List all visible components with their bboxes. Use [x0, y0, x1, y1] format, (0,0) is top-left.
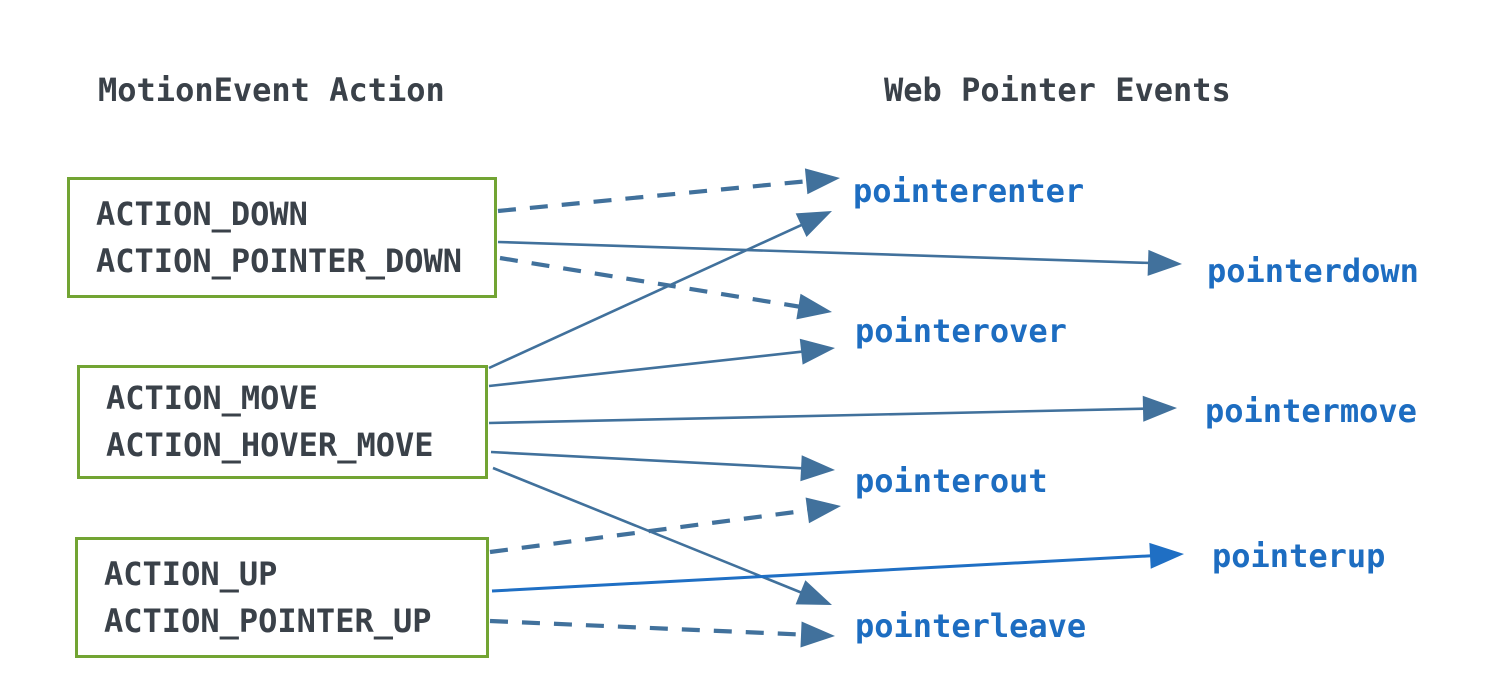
arrowhead-icon [795, 580, 832, 605]
arrow-pointerdown [497, 240, 1182, 276]
event-pointerover: pointerover [855, 312, 1067, 350]
column-header-web-pointer-events: Web Pointer Events [884, 71, 1231, 109]
action-label: ACTION_POINTER_UP [104, 601, 432, 640]
action-label: ACTION_POINTER_DOWN [96, 241, 463, 280]
event-pointerout: pointerout [855, 462, 1048, 500]
arrowhead-icon [799, 338, 835, 365]
arrow-pointermove [488, 395, 1177, 425]
arrow-pointerover-dashed [499, 255, 832, 320]
arrowhead-icon [804, 168, 840, 195]
arrow-pointerover [488, 338, 835, 388]
motionevent-box-up: ACTION_UP ACTION_POINTER_UP [75, 537, 489, 658]
arrow-pointerleave-dashed [489, 618, 835, 648]
arrow-pointerout [490, 450, 835, 482]
arrow-pointerenter-dashed [497, 168, 840, 214]
action-label: ACTION_UP [104, 554, 278, 593]
arrow-pointerout-dashed [489, 497, 841, 555]
event-pointerdown: pointerdown [1207, 252, 1419, 290]
motionevent-box-move: ACTION_MOVE ACTION_HOVER_MOVE [77, 365, 488, 479]
arrowhead-icon [1147, 249, 1182, 276]
arrowhead-icon [1149, 542, 1184, 569]
arrowhead-icon [800, 455, 835, 482]
arrowhead-icon [796, 293, 832, 320]
action-label: ACTION_HOVER_MOVE [106, 426, 434, 464]
arrowhead-icon [805, 497, 841, 524]
action-label: ACTION_DOWN [96, 194, 308, 233]
arrow-pointerup [491, 542, 1184, 593]
arrowhead-icon [795, 211, 832, 237]
event-pointerup: pointerup [1212, 537, 1386, 575]
arrow-pointerleave [492, 466, 832, 605]
arrowhead-icon [800, 621, 835, 648]
arrowhead-icon [1142, 395, 1177, 422]
motionevent-box-down: ACTION_DOWN ACTION_POINTER_DOWN [67, 177, 497, 298]
event-pointerleave: pointerleave [855, 607, 1087, 645]
column-header-motionevent-action: MotionEvent Action [98, 71, 445, 109]
event-pointermove: pointermove [1205, 392, 1417, 430]
action-label: ACTION_MOVE [106, 379, 318, 417]
arrow-pointerenter [488, 211, 832, 370]
event-pointerenter: pointerenter [853, 172, 1085, 210]
